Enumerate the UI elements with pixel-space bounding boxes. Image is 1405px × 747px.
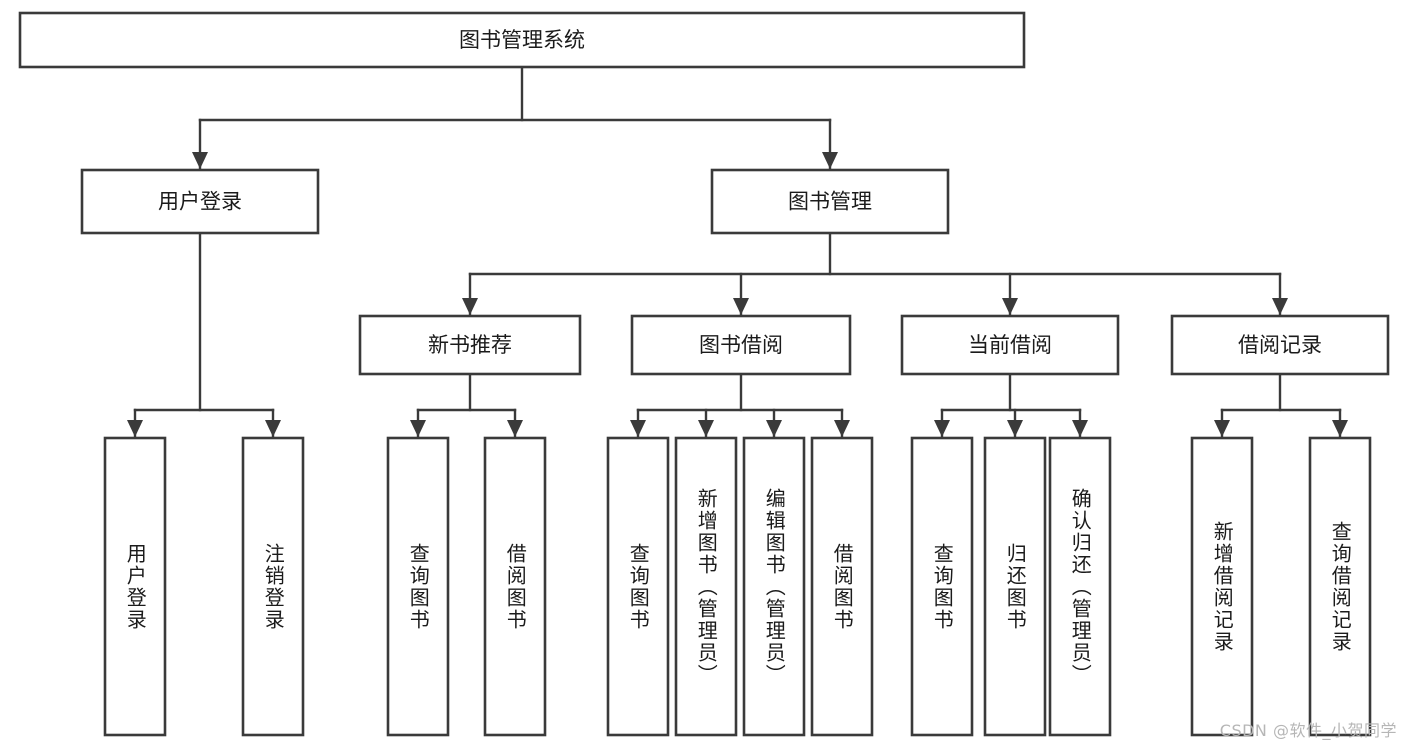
arrow-head-icon	[192, 152, 208, 169]
node-leaf-box-11[interactable]	[1190, 436, 1254, 737]
node-level3-label-3: 借阅记录	[1238, 333, 1322, 357]
node-leaf-box-5[interactable]	[674, 436, 738, 737]
node-leaf-box-3[interactable]	[483, 436, 547, 737]
node-level2-label-0: 用户登录	[158, 190, 242, 214]
node-level3-label-0: 新书推荐	[428, 333, 512, 357]
arrow-head-icon	[733, 298, 749, 315]
node-leaf-box-4[interactable]	[606, 436, 670, 737]
node-leaf-box-7[interactable]	[810, 436, 874, 737]
node-leaf-box-8[interactable]	[910, 436, 974, 737]
node-level2-box-1[interactable]	[710, 168, 950, 235]
node-leaf-box-10[interactable]	[1048, 436, 1112, 737]
arrow-head-icon	[1272, 298, 1288, 315]
arrow-head-icon	[507, 420, 523, 437]
arrow-head-icon	[127, 420, 143, 437]
arrow-head-icon	[766, 420, 782, 437]
node-leaf-box-0[interactable]	[103, 436, 167, 737]
node-leaf-box-1[interactable]	[241, 436, 305, 737]
arrow-head-icon	[410, 420, 426, 437]
arrow-head-icon	[1007, 420, 1023, 437]
arrow-head-icon	[1214, 420, 1230, 437]
node-level3-box-2[interactable]	[900, 314, 1120, 376]
node-leaf-box-12[interactable]	[1308, 436, 1372, 737]
watermark-text: CSDN @软件_小贺同学	[1219, 721, 1397, 740]
node-level2-label-1: 图书管理	[788, 190, 872, 214]
arrow-head-icon	[462, 298, 478, 315]
node-root-box[interactable]	[18, 11, 1026, 69]
arrow-head-icon	[265, 420, 281, 437]
node-level2-box-0[interactable]	[80, 168, 320, 235]
node-leaf-box-2[interactable]	[386, 436, 450, 737]
node-level3-label-1: 图书借阅	[699, 333, 783, 357]
node-level3-box-1[interactable]	[630, 314, 852, 376]
node-root-label: 图书管理系统	[459, 28, 585, 52]
arrow-head-icon	[1332, 420, 1348, 437]
node-level3-box-0[interactable]	[358, 314, 582, 376]
node-level3-label-2: 当前借阅	[968, 333, 1052, 357]
arrow-head-icon	[1002, 298, 1018, 315]
arrow-head-icon	[630, 420, 646, 437]
node-leaf-box-9[interactable]	[983, 436, 1047, 737]
arrow-head-icon	[934, 420, 950, 437]
arrow-head-icon	[822, 152, 838, 169]
node-level3-box-3[interactable]	[1170, 314, 1390, 376]
arrow-head-icon	[1072, 420, 1088, 437]
connector-layer	[127, 65, 1348, 438]
node-box-layer	[18, 11, 1390, 737]
arrow-head-icon	[698, 420, 714, 437]
node-leaf-box-6[interactable]	[742, 436, 806, 737]
arrow-head-icon	[834, 420, 850, 437]
